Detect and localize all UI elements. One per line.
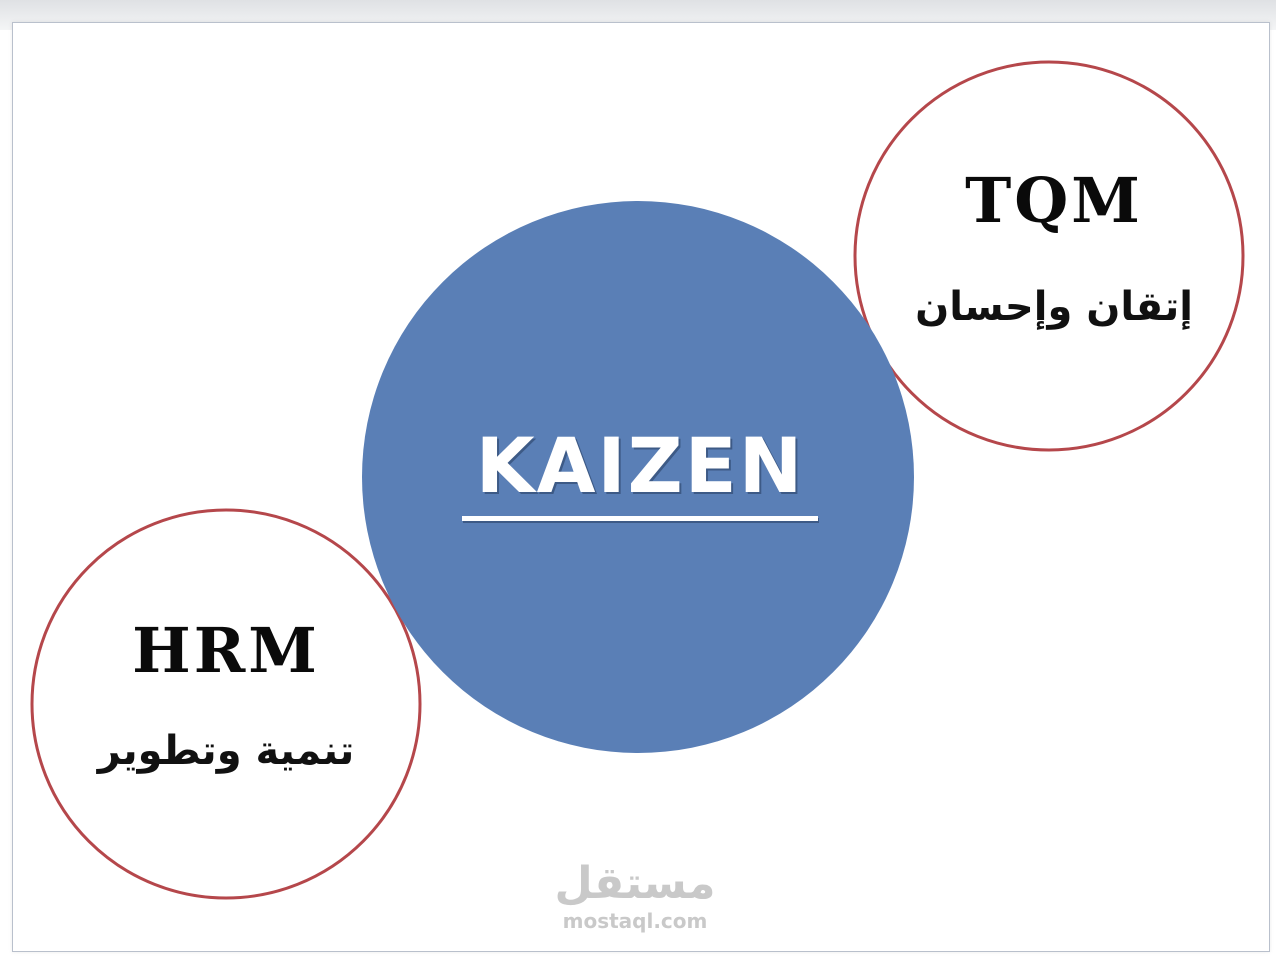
watermark: مستقل mostaql.com xyxy=(530,858,740,932)
hrm-circle xyxy=(30,508,422,900)
hrm-arabic-label: تنمية وتطوير xyxy=(97,728,355,774)
watermark-url: mostaql.com xyxy=(562,909,708,933)
kaizen-label: KAIZEN xyxy=(460,420,820,530)
kaizen-underline xyxy=(462,516,818,521)
kaizen-title: KAIZEN xyxy=(475,421,805,510)
tqm-circle xyxy=(853,60,1245,452)
tqm-arabic-label: إتقان وإحسان xyxy=(915,284,1193,330)
watermark-logo-text: مستقل xyxy=(554,858,716,909)
kaizen-circle xyxy=(362,201,914,753)
hrm-abbreviation: HRM xyxy=(132,614,320,687)
tqm-abbreviation: TQM xyxy=(965,164,1143,237)
